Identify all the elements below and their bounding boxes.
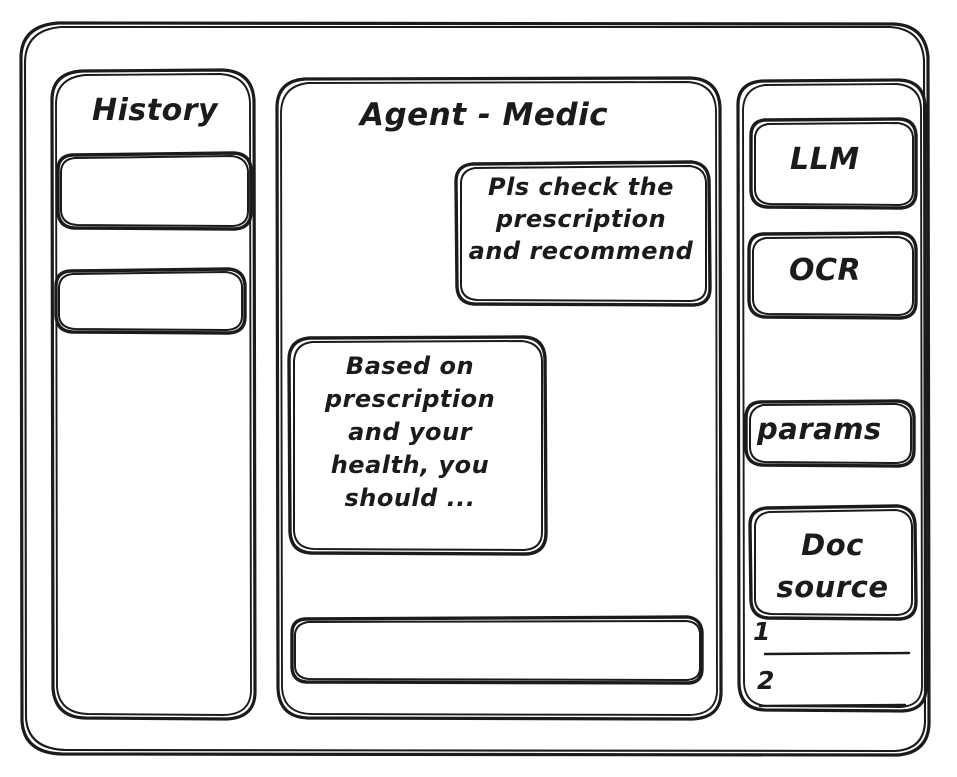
doc-source-entry-1[interactable]: 1 xyxy=(753,617,771,646)
history-panel-title: History xyxy=(92,93,219,128)
assistant-message-bubble xyxy=(289,337,547,555)
history-item-1[interactable] xyxy=(58,153,252,230)
params-button-label: params xyxy=(757,412,882,446)
doc-source-list-lines xyxy=(758,651,911,708)
history-item-2[interactable] xyxy=(56,269,246,334)
assistant-message-text: Based on prescription and your health, y… xyxy=(324,352,496,512)
composer-input[interactable] xyxy=(292,617,703,684)
ocr-button[interactable] xyxy=(749,233,917,319)
user-message-bubble xyxy=(456,162,711,306)
ocr-button-label: OCR xyxy=(789,253,862,288)
params-button[interactable] xyxy=(746,401,915,467)
llm-button-label: LLM xyxy=(790,142,860,177)
doc-source-entry-2[interactable]: 2 xyxy=(757,666,775,695)
agent-panel-title: Agent - Medic xyxy=(360,97,609,133)
llm-button[interactable] xyxy=(751,119,917,209)
doc-source-box[interactable] xyxy=(750,506,917,620)
doc-source-label: Doc source xyxy=(776,528,889,605)
user-message-text: Pls check the prescription and recommend xyxy=(468,173,694,265)
